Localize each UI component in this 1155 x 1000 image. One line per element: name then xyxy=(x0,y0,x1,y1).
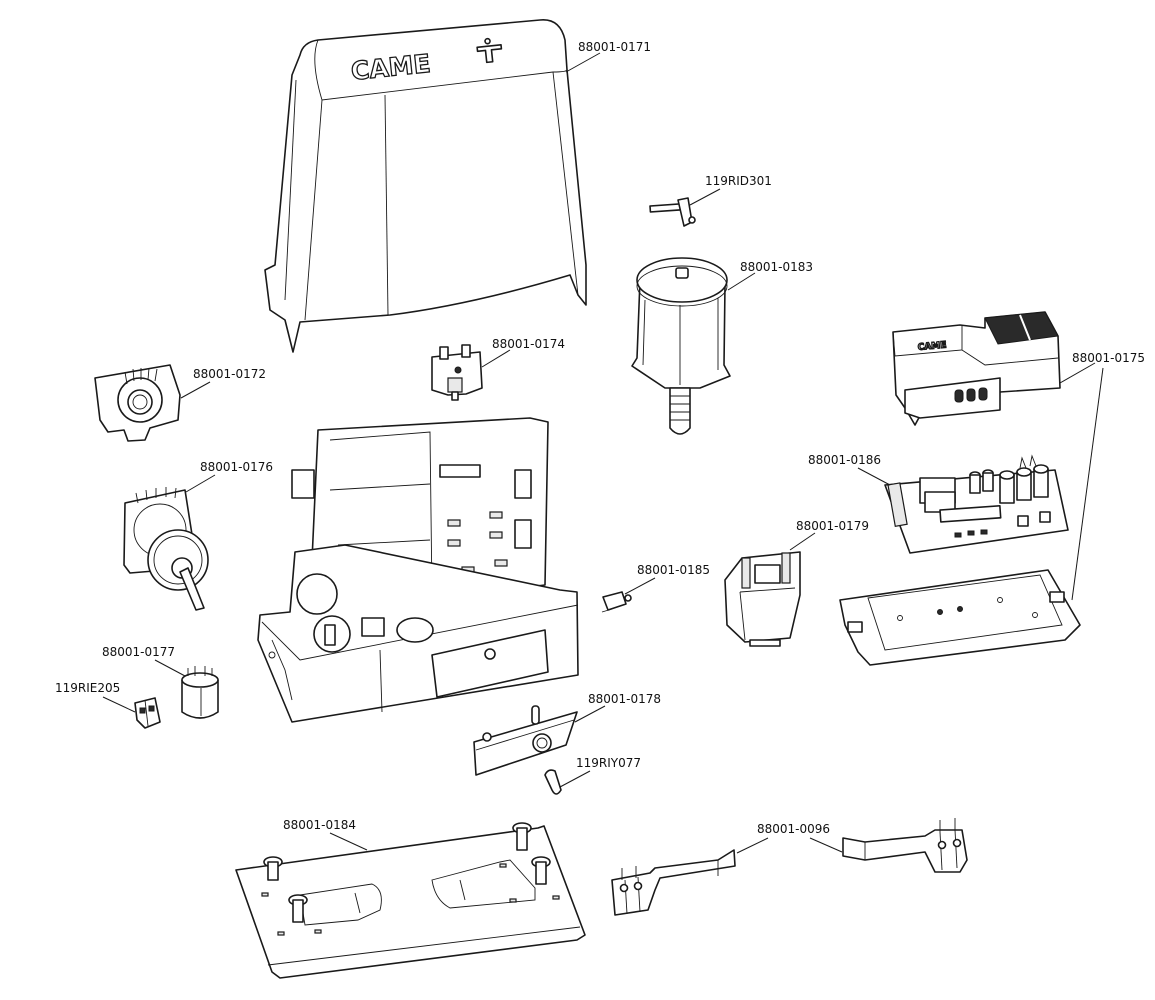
leader-limit-switch-bracket-left xyxy=(736,837,769,854)
label-release-key: 119RID301 xyxy=(705,174,772,188)
label-control-board: 88001-0186 xyxy=(808,453,881,467)
leader-capacitor xyxy=(154,659,186,677)
label-limit-switch-brackets: 88001-0096 xyxy=(757,822,830,836)
leader-release-lock xyxy=(574,705,606,723)
leader-control-board-base xyxy=(1071,367,1104,601)
label-microswitch: 88001-0185 xyxy=(637,563,710,577)
part-base-plate[interactable] xyxy=(235,822,586,979)
leader-release-key xyxy=(689,188,721,206)
leader-terminal-block xyxy=(102,696,136,713)
leader-control-board xyxy=(857,467,891,486)
label-pinion: 88001-0172 xyxy=(193,367,266,381)
leader-limit-switch-bracket-right xyxy=(809,837,843,853)
leader-limit-switch-support xyxy=(481,349,511,368)
part-control-board-base[interactable] xyxy=(839,569,1081,666)
part-limit-switch-support[interactable] xyxy=(431,344,483,401)
part-cover[interactable]: CAME xyxy=(264,19,587,353)
label-cover: 88001-0171 xyxy=(578,40,651,54)
leader-transformer xyxy=(789,532,816,551)
label-control-board-cover: 88001-0175 xyxy=(1072,351,1145,365)
part-limit-switch-bracket-left[interactable] xyxy=(611,849,736,916)
part-lock-key[interactable] xyxy=(544,769,562,795)
leader-microswitch xyxy=(624,577,656,595)
part-transformer[interactable] xyxy=(724,551,801,647)
part-pinion[interactable] xyxy=(94,364,181,442)
part-release-key[interactable] xyxy=(649,197,696,227)
label-transformer: 88001-0179 xyxy=(796,519,869,533)
part-limit-switch-bracket-right[interactable] xyxy=(842,818,968,873)
leader-control-board-cover xyxy=(1059,362,1096,384)
part-capacitor[interactable] xyxy=(181,666,219,719)
part-main-housing[interactable] xyxy=(257,417,579,723)
leader-lock-key xyxy=(559,770,591,788)
label-lock-key: 119RIY077 xyxy=(576,756,641,770)
label-base-plate: 88001-0184 xyxy=(283,818,356,832)
leader-cover xyxy=(565,52,601,73)
leader-base-plate xyxy=(329,832,368,851)
label-limit-switch-support: 88001-0174 xyxy=(492,337,565,351)
board-cover-brand: CAME xyxy=(917,341,946,353)
label-capacitor: 88001-0177 xyxy=(102,645,175,659)
part-microswitch[interactable] xyxy=(601,591,632,613)
part-release-lock[interactable] xyxy=(473,705,578,776)
leader-reduction-gear xyxy=(185,474,216,493)
part-control-board[interactable] xyxy=(884,454,1069,554)
part-terminal-block[interactable] xyxy=(134,697,161,729)
part-motor[interactable] xyxy=(631,257,731,435)
label-reduction-gear: 88001-0176 xyxy=(200,460,273,474)
label-release-lock: 88001-0178 xyxy=(588,692,661,706)
brand-mark-icon xyxy=(476,37,503,64)
leader-pinion xyxy=(180,381,211,399)
part-control-board-cover[interactable]: CAME xyxy=(892,311,1061,426)
leader-motor xyxy=(727,272,756,291)
label-motor: 88001-0183 xyxy=(740,260,813,274)
part-reduction-gear[interactable] xyxy=(123,487,209,611)
label-terminal-block: 119RIE205 xyxy=(55,681,120,695)
